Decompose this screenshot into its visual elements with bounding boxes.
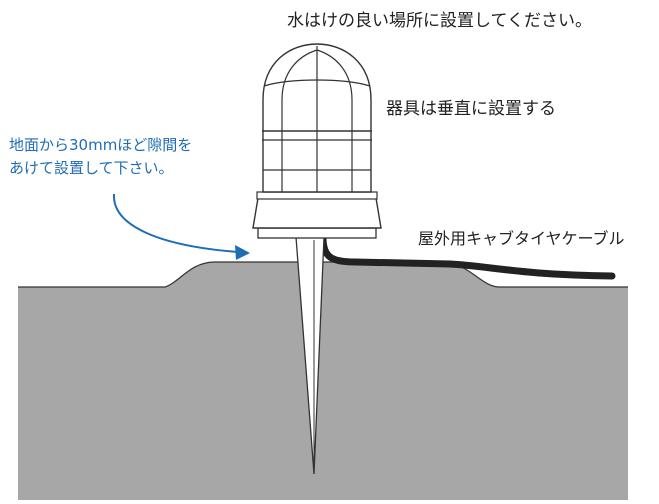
drainage-note: 水はけの良い場所に設置してください。 [287, 11, 592, 31]
base-collar-ring [257, 227, 377, 239]
ground-mound [18, 262, 628, 500]
gap-note-line-2: あけて設置して下さい。 [9, 159, 174, 178]
arrow-head [235, 245, 250, 260]
lamp-base [252, 197, 382, 229]
cabtire-cable [319, 234, 616, 280]
vertical-install-note: 器具は垂直に設置する [386, 99, 556, 119]
guard-band-top [263, 79, 371, 87]
guard-wire-left [281, 49, 318, 192]
base-top-ring [256, 191, 378, 200]
gap-note-line-1: 地面から30mmほど隙間を [9, 136, 193, 154]
cable-label: 屋外用キャブタイヤケーブル [418, 229, 625, 248]
curved-arrow-icon [112, 193, 239, 253]
guard-wire-right [316, 49, 353, 192]
gap-note: 地面から30mmほど隙間を あけて設置して下さい。 [9, 134, 192, 181]
